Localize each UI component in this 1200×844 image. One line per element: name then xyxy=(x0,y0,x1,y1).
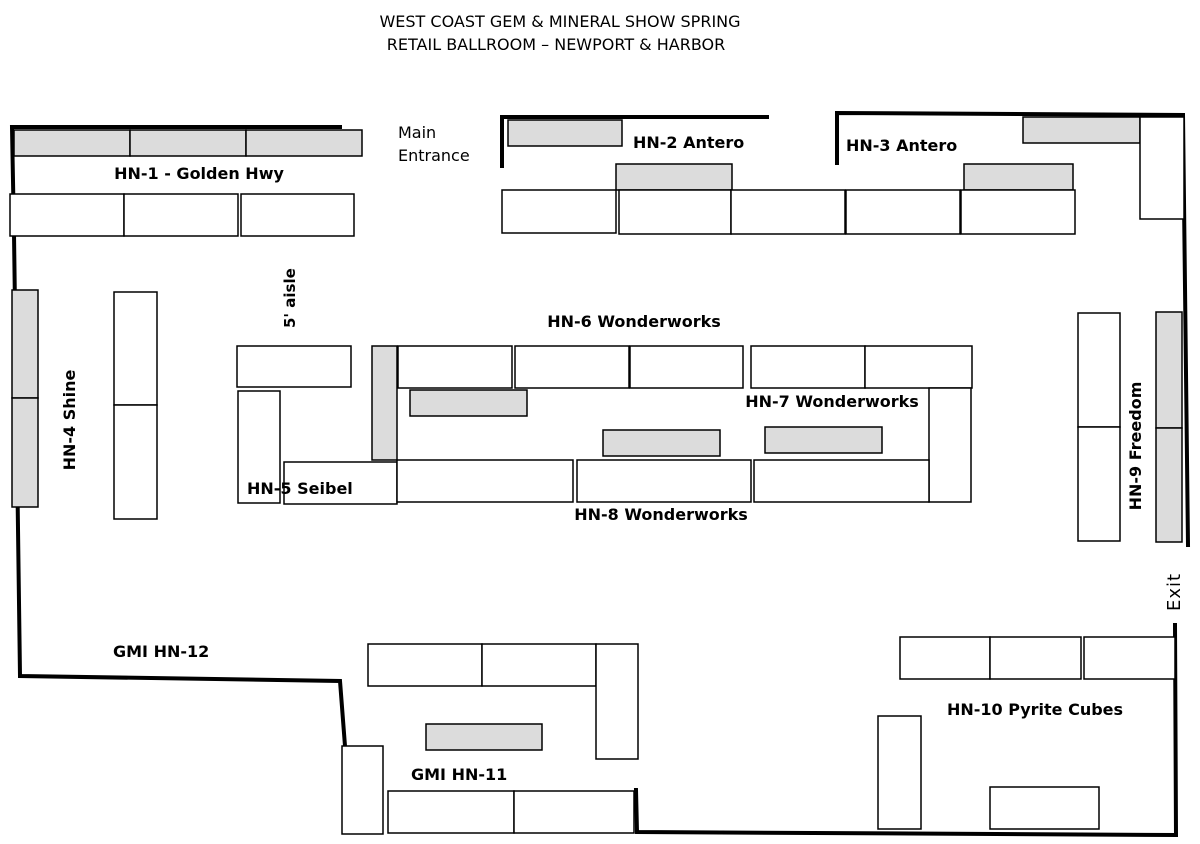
booth-hn9: HN-9 Freedom xyxy=(1077,311,1183,543)
booth-table xyxy=(396,459,574,503)
booth-table xyxy=(753,459,930,503)
booth-table xyxy=(113,404,158,520)
display-case xyxy=(13,129,131,157)
display-case xyxy=(1155,311,1183,429)
display-case xyxy=(764,426,883,454)
display-case xyxy=(507,119,623,147)
booth-hn11: GMI HN-11 xyxy=(341,643,639,835)
display-case xyxy=(129,129,247,157)
booth-table xyxy=(113,291,158,406)
booth-table xyxy=(513,790,635,834)
booth-label-hn6: HN-6 Wonderworks xyxy=(547,312,721,331)
booth-table xyxy=(629,345,744,389)
wall-north-center xyxy=(500,115,769,168)
booth-hn10: HN-10 Pyrite Cubes xyxy=(877,636,1176,830)
booth-table xyxy=(1083,636,1176,680)
display-case xyxy=(245,129,363,157)
display-case xyxy=(1022,116,1141,144)
main-entrance-label-line-2: Entrance xyxy=(398,146,470,165)
display-case xyxy=(409,389,528,417)
booth-table xyxy=(283,461,398,505)
booth-table xyxy=(576,459,752,503)
booth-hn2: HN-2 Antero xyxy=(501,119,846,235)
booth-label-hn8: HN-8 Wonderworks xyxy=(574,505,748,524)
booth-table xyxy=(123,193,239,237)
booth-hn6: HN-6 Wonderworks xyxy=(371,312,744,461)
wall-northeast xyxy=(835,110,1191,548)
booth-table xyxy=(1139,116,1185,220)
booth-label-hn11: GMI HN-11 xyxy=(411,765,507,784)
display-case xyxy=(371,345,398,461)
display-case xyxy=(602,429,721,457)
display-case xyxy=(11,289,39,399)
booth-label-hn4: HN-4 Shine xyxy=(60,369,79,470)
plan-title-line-2: RETAIL BALLROOM – NEWPORT & HARBOR xyxy=(387,35,725,54)
booth-table xyxy=(989,636,1082,680)
booth-hn8: HN-8 Wonderworks xyxy=(396,459,930,524)
booth-hn4: HN-4 Shine xyxy=(11,289,158,520)
display-case xyxy=(11,397,39,508)
plan-title-line-1: WEST COAST GEM & MINERAL SHOW SPRING xyxy=(379,12,740,31)
booth-table xyxy=(9,193,125,237)
display-case xyxy=(425,723,543,751)
booth-label-hn2: HN-2 Antero xyxy=(633,133,744,152)
display-case xyxy=(1155,427,1183,543)
display-case xyxy=(963,163,1074,191)
wall-southeast xyxy=(633,622,1179,838)
booth-table xyxy=(618,189,732,235)
booth-table xyxy=(960,189,1076,235)
booth-table xyxy=(1077,312,1121,428)
booth-label-hn5: HN-5 Seibel xyxy=(247,479,353,498)
booth-hn7: HN-7 Wonderworks xyxy=(602,345,973,503)
booth-hn3: HN-3 Antero xyxy=(845,116,1185,235)
booth-table xyxy=(341,745,384,835)
booth-label-hn1: HN-1 - Golden Hwy xyxy=(114,164,284,183)
booth-table xyxy=(236,345,352,388)
booth-table xyxy=(387,790,515,834)
booth-table xyxy=(845,189,961,235)
booth-table xyxy=(864,345,973,389)
booth-table xyxy=(730,189,846,235)
booth-table xyxy=(989,786,1100,830)
booth-table xyxy=(595,643,639,760)
booth-label-hn3: HN-3 Antero xyxy=(846,136,957,155)
booth-hn5: HN-5 Seibel xyxy=(236,345,398,505)
booth-table xyxy=(501,189,617,234)
booth-table xyxy=(237,390,281,504)
booth-table xyxy=(928,387,972,503)
booth-table xyxy=(240,193,355,237)
booth-table xyxy=(367,643,483,687)
booth-label-hn7: HN-7 Wonderworks xyxy=(745,392,919,411)
booth-label-hn10: HN-10 Pyrite Cubes xyxy=(947,700,1123,719)
booth-label-hn9: HN-9 Freedom xyxy=(1126,382,1145,511)
booth-label-hn12: GMI HN-12 xyxy=(113,642,209,661)
booth-table xyxy=(877,715,922,830)
display-case xyxy=(615,163,733,191)
booth-table xyxy=(899,636,991,680)
booth-hn1: HN-1 - Golden Hwy xyxy=(9,129,363,237)
aisle-label: 5' aisle xyxy=(281,268,299,328)
booth-table xyxy=(397,345,513,389)
booth-table xyxy=(514,345,630,389)
main-entrance-label-line-1: Main xyxy=(398,123,436,142)
booth-table xyxy=(1077,426,1121,542)
booth-table xyxy=(481,643,597,687)
booth-table xyxy=(750,345,866,389)
exit-label: Exit xyxy=(1164,573,1185,611)
